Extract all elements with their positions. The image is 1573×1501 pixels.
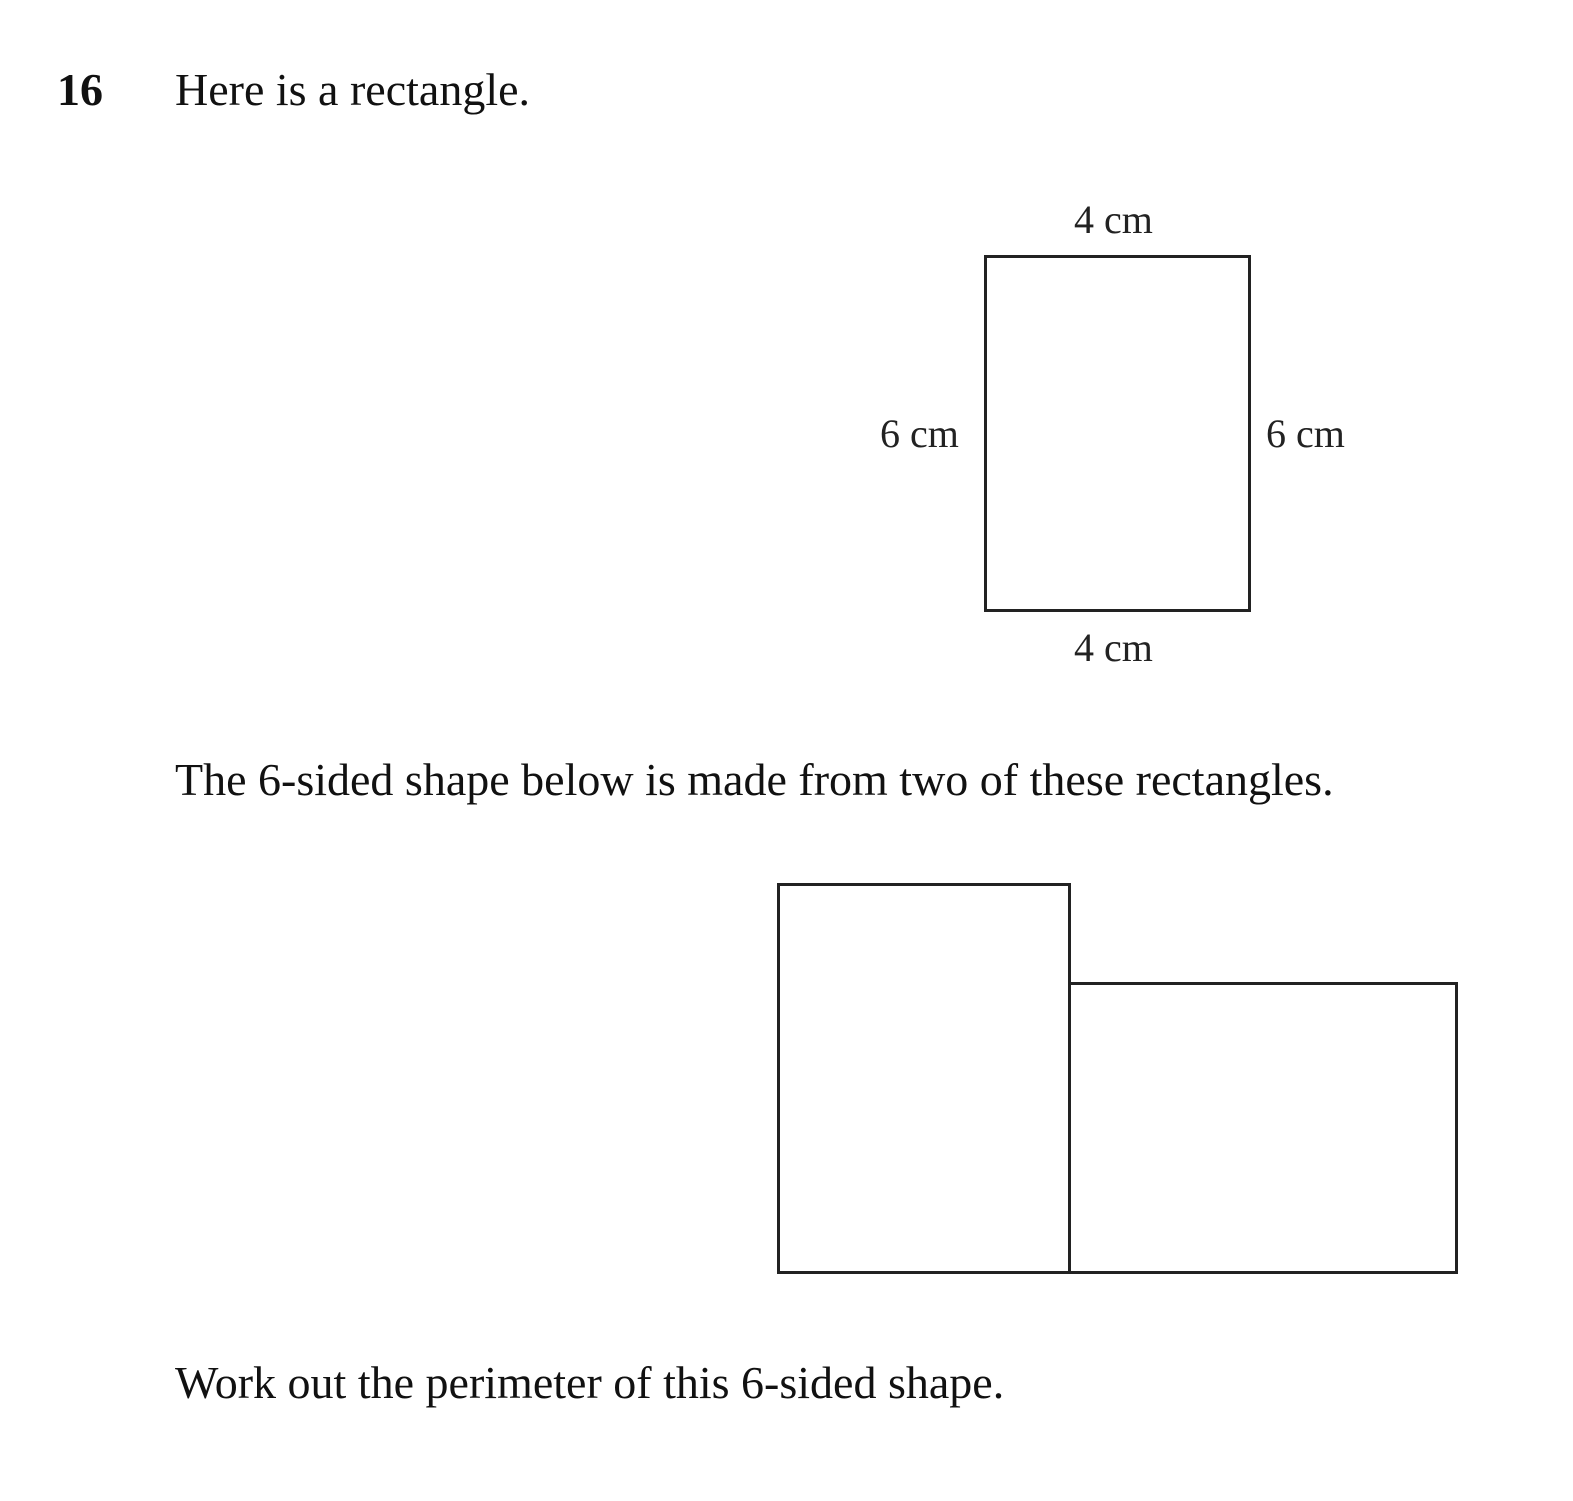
question-intro: Here is a rectangle.: [175, 64, 531, 115]
question-number: 16: [57, 64, 103, 115]
question-task: Work out the perimeter of this 6-sided s…: [175, 1357, 1005, 1408]
rectangle-outline: [984, 255, 1251, 612]
rectangle-right-label: 6 cm: [1266, 411, 1345, 456]
rectangle-bottom-label: 4 cm: [1074, 625, 1153, 670]
rectangle-top-label: 4 cm: [1074, 197, 1153, 242]
rotated-rectangle: [1068, 982, 1458, 1274]
question-middle-text: The 6-sided shape below is made from two…: [175, 754, 1334, 805]
upright-rectangle: [777, 883, 1071, 1274]
rectangle-left-label: 6 cm: [880, 411, 959, 456]
